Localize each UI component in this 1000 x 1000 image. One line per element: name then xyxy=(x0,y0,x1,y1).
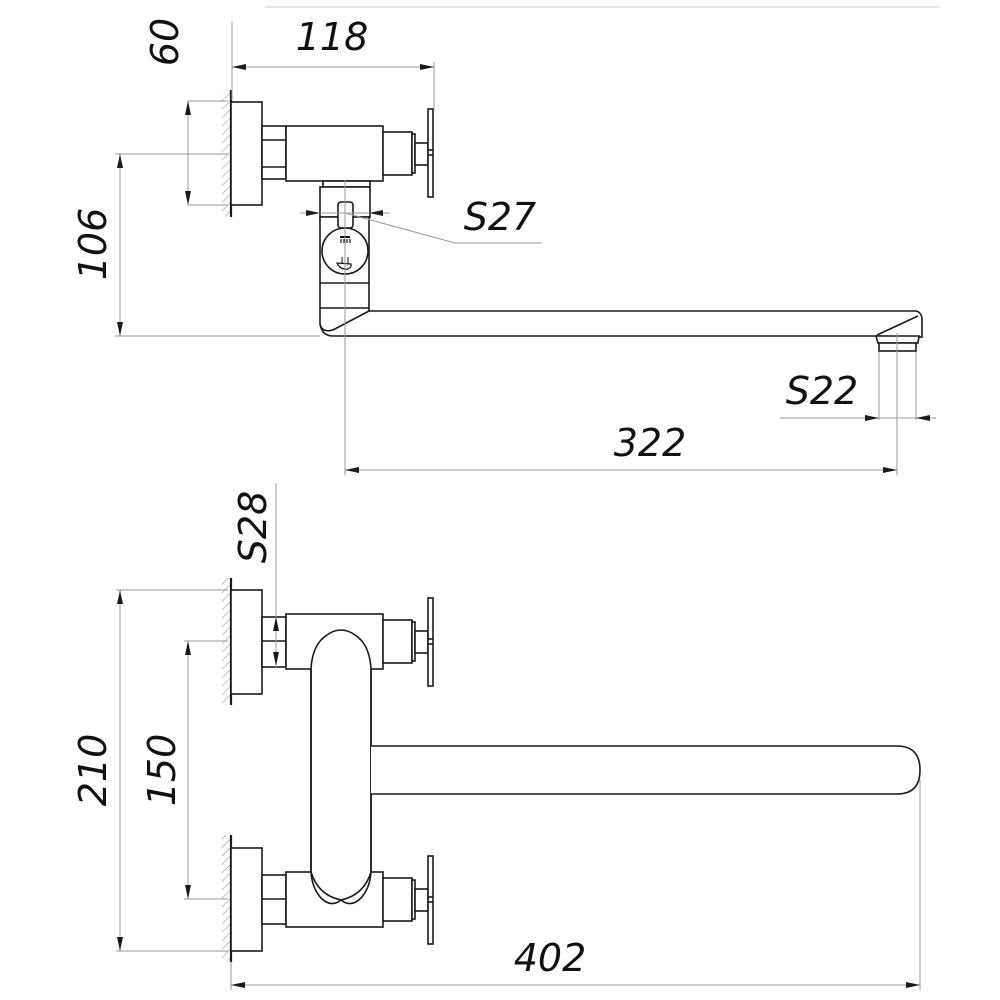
dimension-150: 150 xyxy=(140,640,228,900)
dim-label-118: 118 xyxy=(296,15,369,59)
dim-label-322: 322 xyxy=(614,421,687,465)
valve-bonnet xyxy=(382,131,413,176)
dim-label-60: 60 xyxy=(143,18,187,66)
dim-label-106: 106 xyxy=(71,208,115,281)
dimension-118: 118 xyxy=(232,15,434,70)
spout xyxy=(319,310,923,338)
eccentric-top xyxy=(261,616,287,668)
dimension-322: 322 xyxy=(345,421,897,473)
cross-handle-top xyxy=(427,597,434,687)
dim-label-s27: S27 xyxy=(464,195,536,239)
diverter-collar xyxy=(322,180,371,188)
dimension-210: 210 xyxy=(71,589,228,952)
eccentric-connector xyxy=(261,125,287,180)
dim-label-s28: S28 xyxy=(231,491,275,563)
dimension-402: 402 xyxy=(230,780,921,990)
dim-label-402: 402 xyxy=(514,936,587,980)
dim-label-150: 150 xyxy=(140,734,184,807)
front-view: S28 210 150 402 xyxy=(71,483,921,990)
side-view: 118 60 106 S27 xyxy=(71,15,936,475)
wall-flange xyxy=(230,101,263,206)
wall-flange-bottom xyxy=(230,847,263,952)
mixer-body xyxy=(285,125,384,182)
dim-label-210: 210 xyxy=(71,734,115,807)
vertical-body-pipe xyxy=(310,629,372,905)
cross-handle xyxy=(427,108,434,198)
dimension-s27: S27 xyxy=(300,195,542,244)
dim-label-s22: S22 xyxy=(786,369,858,413)
dimension-s22: S22 xyxy=(780,369,936,421)
wall-flange-top xyxy=(230,589,263,695)
dimension-s28: S28 xyxy=(231,491,279,666)
cross-handle-bottom xyxy=(427,855,434,945)
spout-front xyxy=(371,745,921,795)
dimension-106: 106 xyxy=(71,153,320,337)
dimension-60: 60 xyxy=(143,18,228,206)
